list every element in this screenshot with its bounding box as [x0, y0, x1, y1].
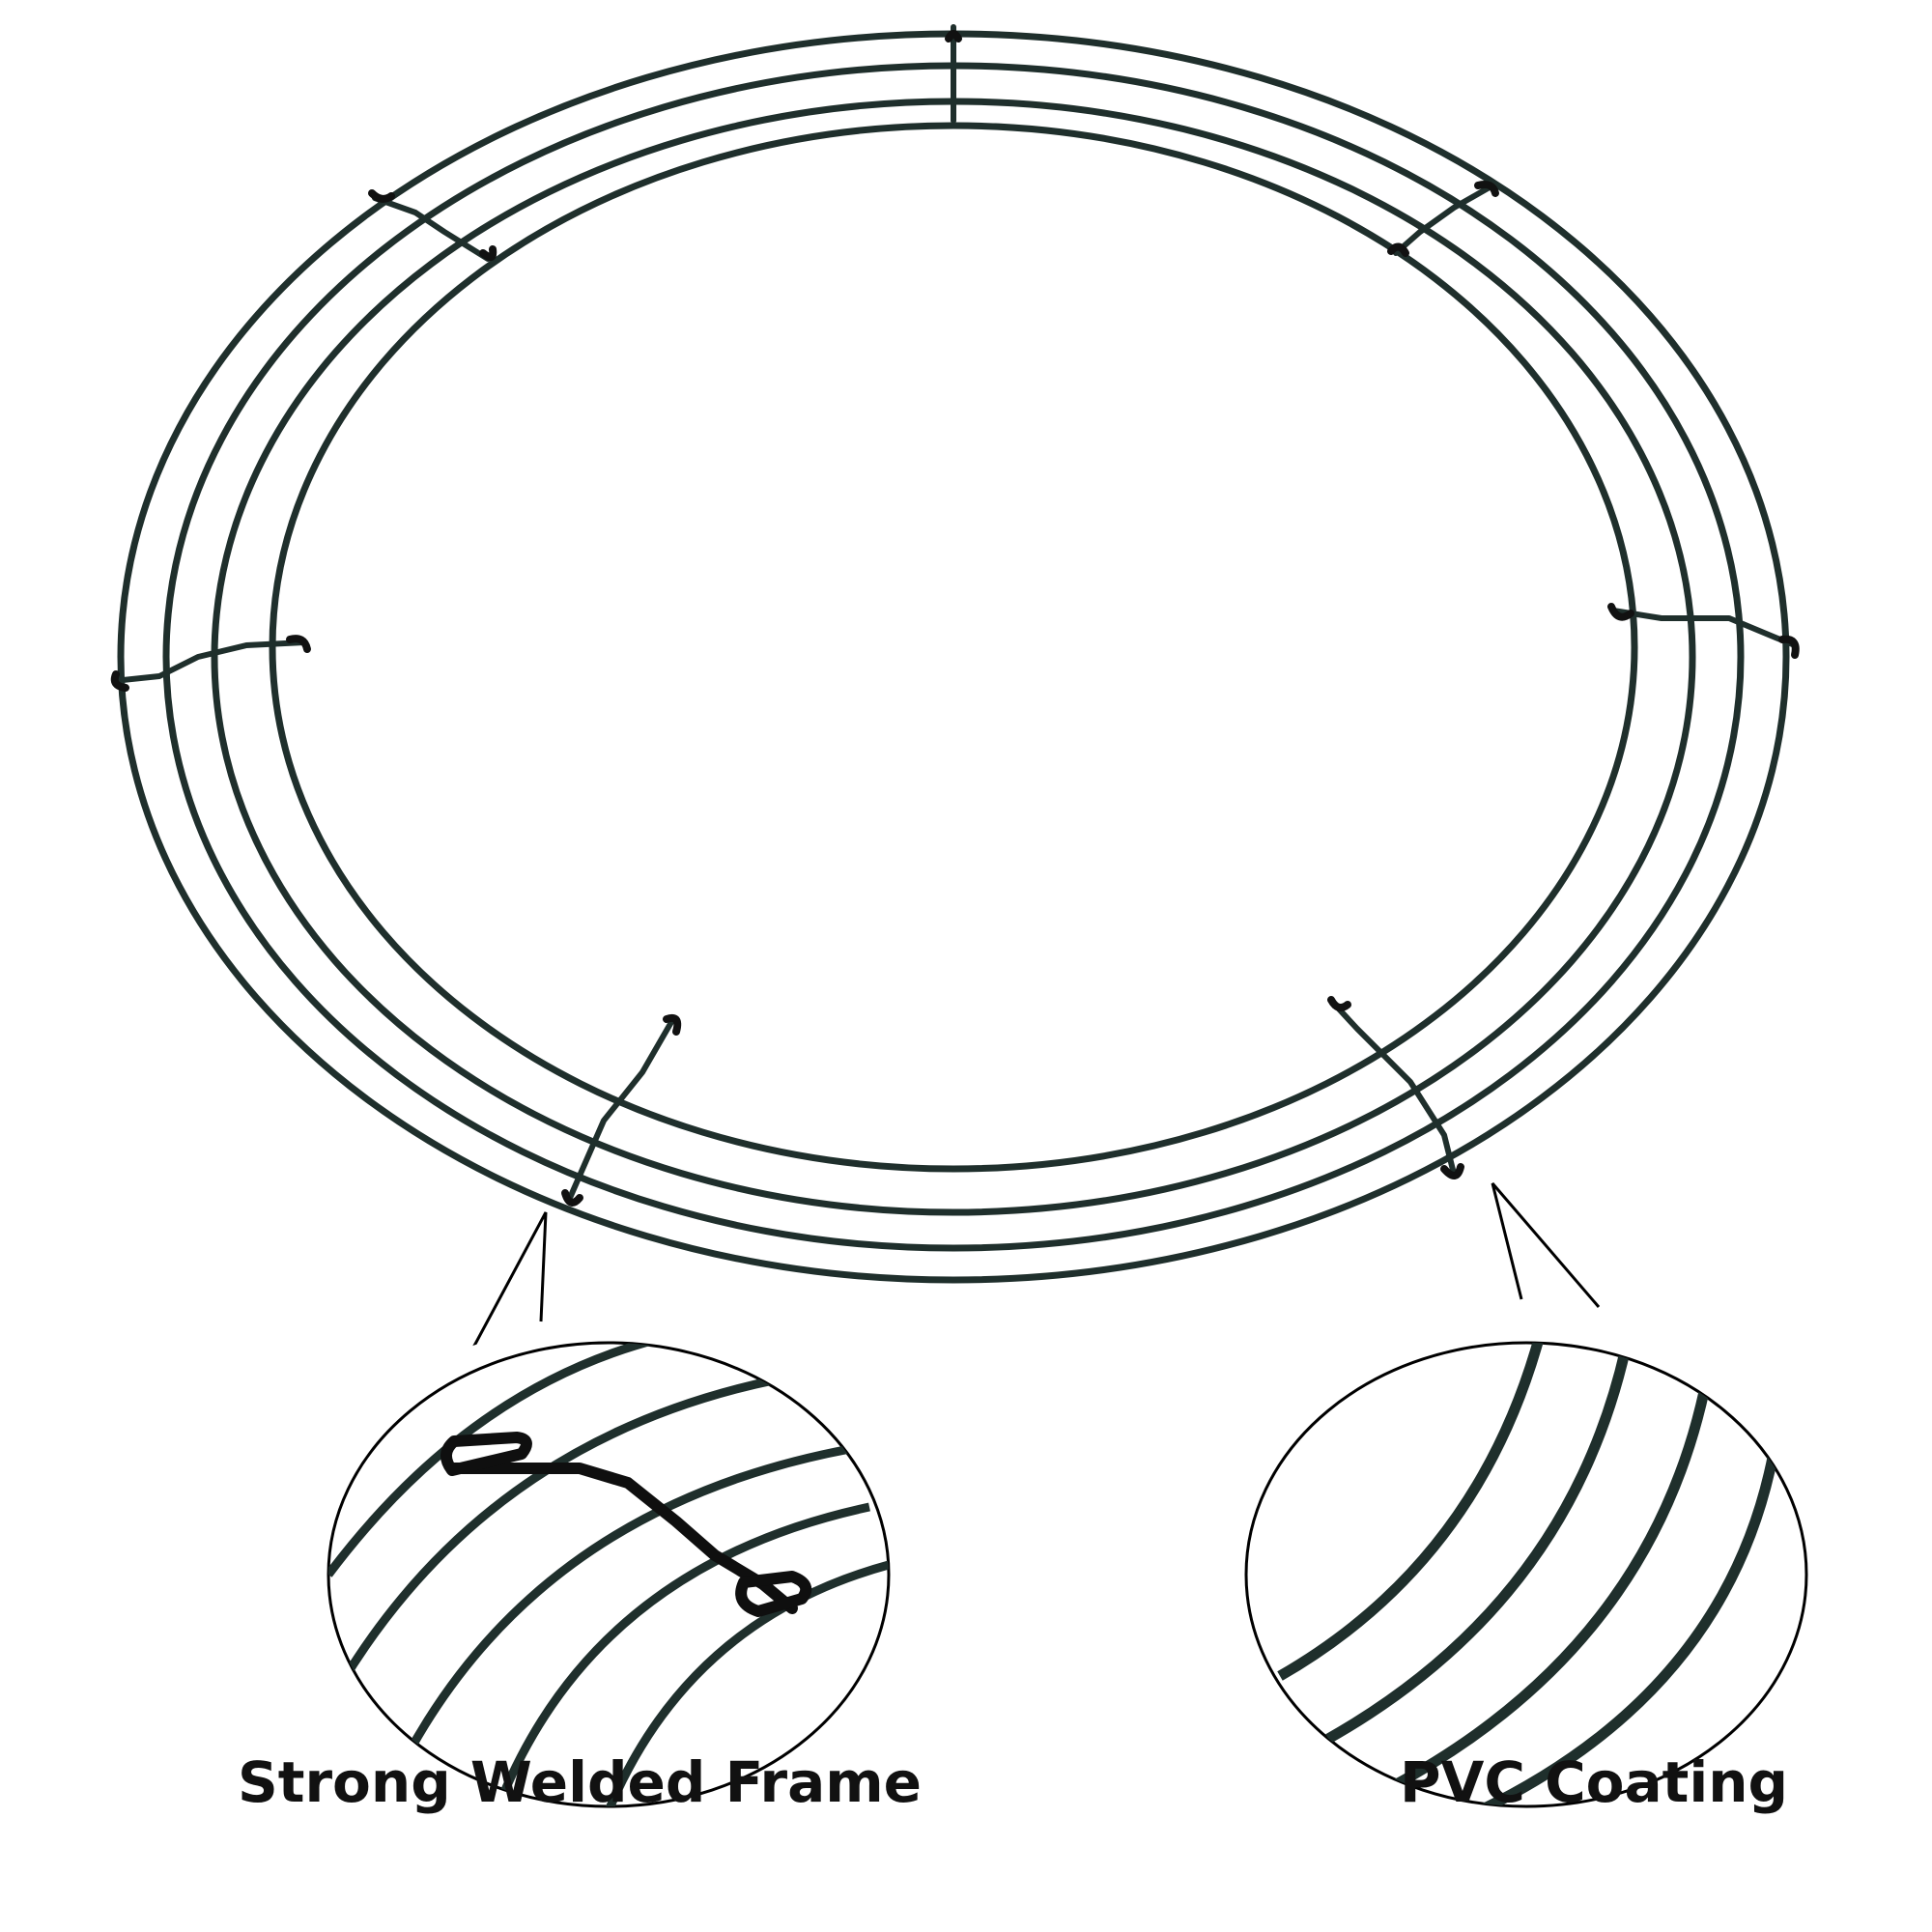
inner-ring — [269, 122, 1638, 1173]
strut-top-right — [1393, 185, 1491, 256]
caption-pvc-coating: PVC Coating — [1399, 1749, 1789, 1815]
second-ring — [162, 62, 1745, 1252]
wreath-struts — [111, 24, 1798, 1201]
callout-pvc-coating — [1244, 1182, 1808, 1808]
caption-welded-frame: Strong Welded Frame — [237, 1749, 923, 1815]
coated-wires — [1277, 1343, 1783, 1806]
outer-ring — [117, 30, 1790, 1284]
welded-joint — [440, 1432, 812, 1617]
callout-welded-frame — [327, 1211, 891, 1808]
wreath-rings — [117, 30, 1790, 1284]
strut-right — [1610, 608, 1798, 648]
wreath-hooks — [110, 30, 1800, 1207]
strut-bottom-right — [1330, 1000, 1457, 1177]
third-ring — [211, 98, 1696, 1216]
strut-left — [111, 639, 307, 684]
strut-top-left — [372, 195, 491, 262]
strut-bottom-left — [567, 1019, 674, 1201]
